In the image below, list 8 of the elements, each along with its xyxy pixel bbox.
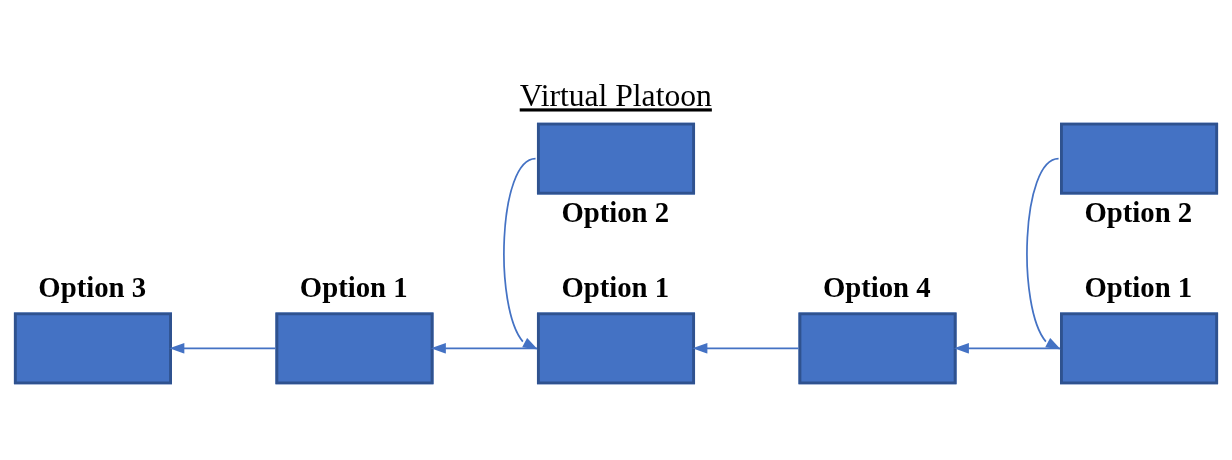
node-label: Option 4 <box>822 270 931 303</box>
node-label: Option 3 <box>38 270 147 303</box>
node-label: Option 1 <box>561 270 670 303</box>
node-label: Option 1 <box>1084 270 1193 303</box>
diagram-title: Virtual Platoon <box>519 77 712 113</box>
node-label: Option 2 <box>1084 195 1193 228</box>
node-label: Option 1 <box>299 270 408 303</box>
node-label: Option 2 <box>561 195 670 228</box>
